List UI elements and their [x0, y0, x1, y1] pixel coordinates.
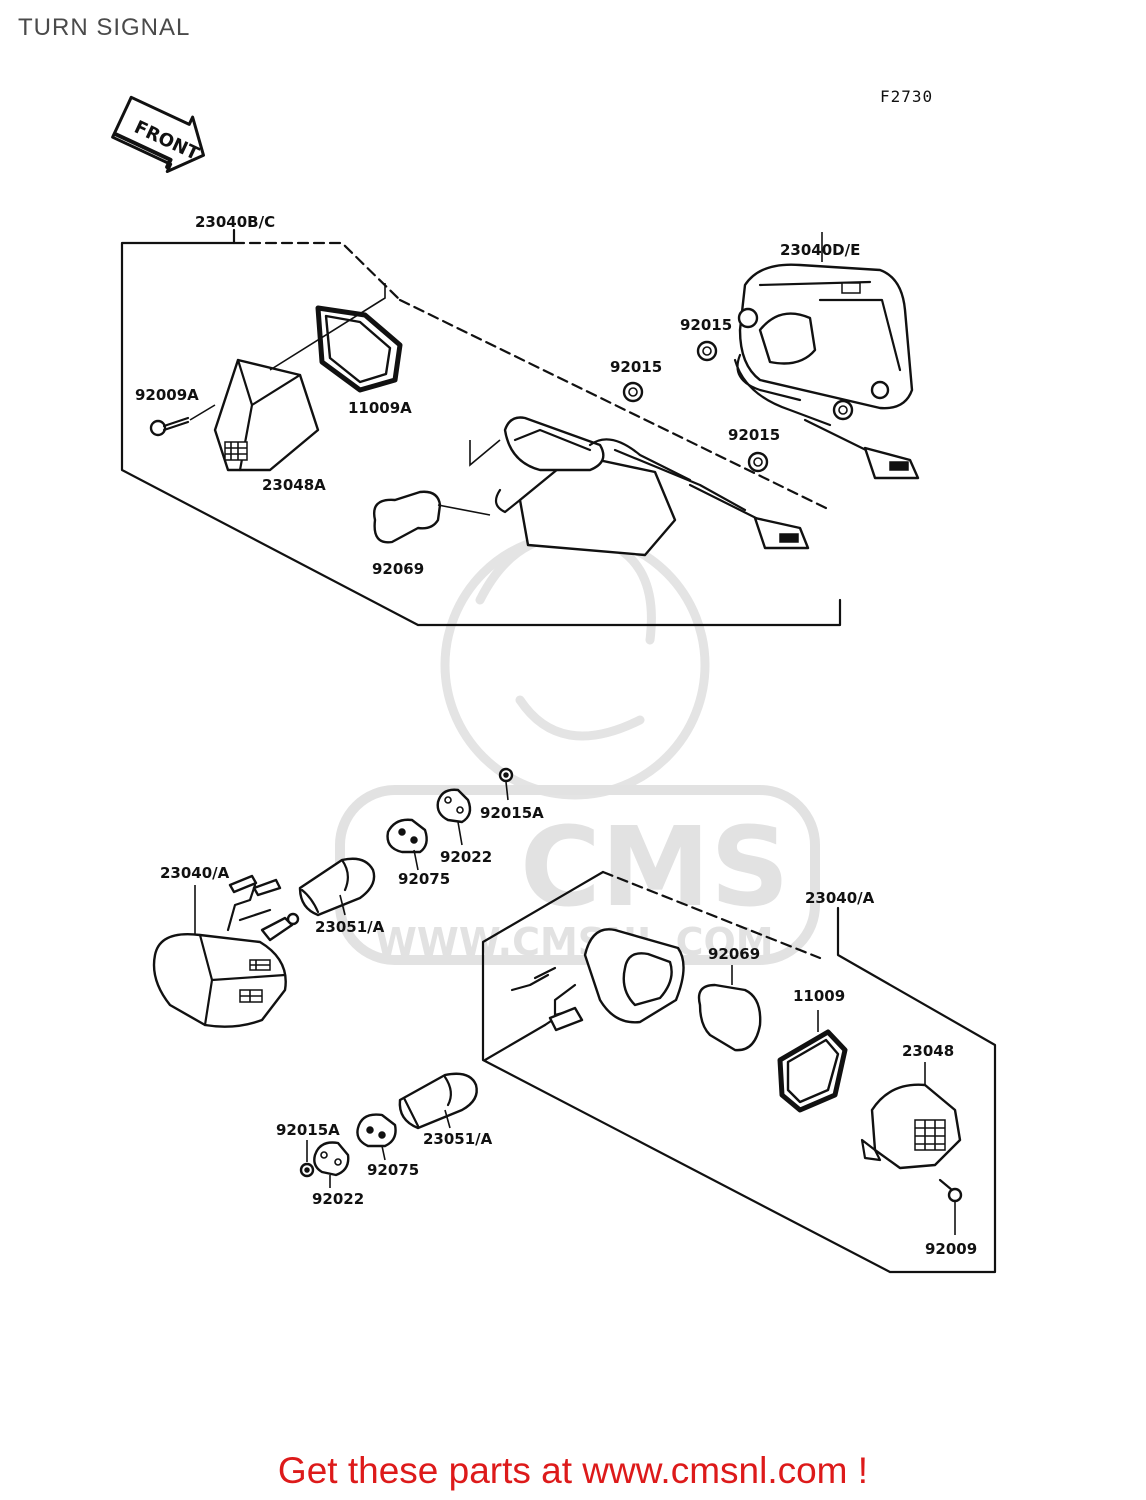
gasket-11009 — [777, 1010, 848, 1113]
callout-92015-c: 92015 — [728, 426, 780, 444]
screw-92009a — [149, 404, 216, 437]
callout-92015a-upper: 92015A — [480, 804, 544, 822]
nut-92015-c — [696, 340, 718, 362]
callout-23040a-right: 23040/A — [805, 889, 875, 907]
socket-23051a-upper — [298, 857, 376, 917]
callout-23040de: 23040D/E — [780, 241, 860, 259]
callout-23051a-upper: 23051/A — [315, 918, 385, 936]
front-arrow-icon: FRONT — [111, 95, 206, 173]
callout-92022-upper: 92022 — [440, 848, 492, 866]
watermark: CMS WWW.CMSNL.COM — [335, 530, 820, 965]
figure-code: F2730 — [880, 87, 933, 106]
callout-92015a-lower: 92015A — [276, 1121, 340, 1139]
page-title: TURN SIGNAL — [18, 14, 191, 41]
plate-92022-upper — [436, 788, 472, 846]
bulb-92069-lower — [697, 965, 762, 1052]
socket-23051a-lower — [398, 1072, 478, 1130]
callout-92069-upper: 92069 — [372, 560, 424, 578]
callout-23040bc: 23040B/C — [195, 213, 275, 231]
lens-23048a — [213, 358, 320, 472]
callout-23048a: 23048A — [262, 476, 326, 494]
nut-92015a-lower — [299, 1140, 315, 1178]
connector-upper-left — [688, 483, 810, 550]
nut-92015a-upper — [498, 767, 514, 801]
callout-23048: 23048 — [902, 1042, 954, 1060]
gasket-11009a — [269, 283, 403, 393]
callout-11009a: 11009A — [348, 399, 412, 417]
plate-92022-lower — [313, 1141, 350, 1188]
housing-23040bc — [469, 416, 747, 557]
housing-23040a-right — [483, 928, 685, 1062]
callout-92075-upper: 92075 — [398, 870, 450, 888]
callout-92015-b: 92015 — [610, 358, 662, 376]
nut-92015-d — [832, 399, 854, 421]
callout-92075-lower: 92075 — [367, 1161, 419, 1179]
lower-assembly-boundary — [481, 870, 997, 1274]
housing-23040de — [733, 232, 920, 480]
lens-23048 — [860, 1062, 962, 1170]
screw-92009 — [938, 1178, 963, 1235]
callout-92009a: 92009A — [135, 386, 199, 404]
nut-92015-a — [622, 381, 644, 403]
watermark-url: WWW.CMSNL.COM — [375, 920, 774, 964]
bulb-92069-upper — [373, 490, 491, 544]
nut-92015-b — [747, 451, 769, 473]
callout-92015-a: 92015 — [680, 316, 732, 334]
callout-92069-lower: 92069 — [708, 945, 760, 963]
footer-banner[interactable]: Get these parts at www.cmsnl.com ! — [277, 1450, 869, 1491]
callout-23040a-left: 23040/A — [160, 864, 230, 882]
grommet-92075-lower — [356, 1113, 397, 1161]
grommet-92075-upper — [386, 818, 428, 871]
callout-92022-lower: 92022 — [312, 1190, 364, 1208]
callout-11009: 11009 — [793, 987, 845, 1005]
callout-92009: 92009 — [925, 1240, 977, 1258]
watermark-brand: CMS — [520, 803, 789, 931]
upper-assembly-boundary — [120, 228, 842, 627]
part-callouts: 23040B/C 23040D/E 92015 92015 92015 9200… — [135, 213, 977, 1258]
housing-23040a-left — [152, 874, 300, 1028]
callout-23051a-lower: 23051/A — [423, 1130, 493, 1148]
